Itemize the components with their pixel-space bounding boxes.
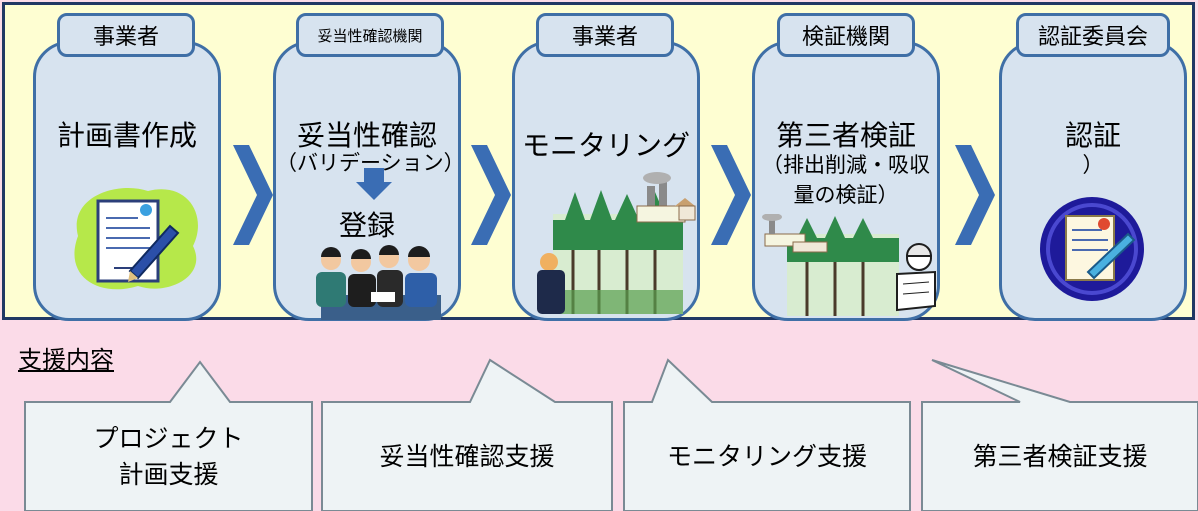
support-item-verification: 第三者検証支援: [972, 441, 1148, 471]
support-bubbles: [24, 358, 1198, 511]
step-monitoring: モニタリング: [512, 41, 700, 321]
actor-tab-verification-body: 検証機関: [777, 13, 915, 57]
step-title: 妥当性確認: [296, 119, 437, 152]
step-validation: 妥当性確認 （バリデーション） 登録: [273, 41, 465, 321]
bubble-shape: [623, 358, 911, 511]
support-item-monitoring: モニタリング支援: [666, 441, 867, 471]
step-verification: 第三者検証 （排出削減・吸収 量の検証）: [752, 41, 940, 321]
chevron-right-icon: [233, 145, 273, 245]
chevron-right-icon: [955, 145, 995, 245]
process-flow: 計画書作成 妥当性確認 （バリデーション） 登録: [2, 2, 1195, 321]
step-subtitle: ）: [1082, 153, 1104, 177]
actor-tab-certification-committee: 認証委員会: [1016, 13, 1170, 57]
forest-factory-icon: [537, 172, 696, 314]
step-title: 計画書作成: [56, 119, 197, 152]
chevron-right-icon: [711, 145, 751, 245]
certificate-icon: [1040, 197, 1144, 301]
support-heading: 支援内容: [18, 346, 114, 374]
step-registration-title: 登録: [338, 209, 395, 242]
bubble-shape: [321, 358, 613, 511]
step-title: モニタリング: [521, 129, 690, 162]
step-title: 認証: [1064, 119, 1121, 152]
step-subtitle: （排出削減・吸収 量の検証）: [762, 153, 930, 207]
chevron-right-icon: [471, 145, 511, 245]
actor-tab-operator: 事業者: [536, 13, 674, 57]
down-arrow-icon: [356, 168, 392, 200]
step-title: 第三者検証: [775, 119, 916, 152]
actor-tab-operator: 事業者: [57, 13, 195, 57]
step-planning: 計画書作成: [33, 41, 221, 321]
document-pen-icon: [74, 188, 198, 290]
support-item-project-planning: プロジェクト 計画支援: [93, 423, 244, 489]
surveyor-icon: [762, 214, 936, 316]
support-item-validation: 妥当性確認支援: [379, 441, 555, 471]
actor-tab-validation-body: 妥当性確認機関: [296, 13, 444, 57]
meeting-people-icon: [316, 245, 441, 320]
bubble-shape: [921, 359, 1198, 511]
step-certification: 認証 ）: [999, 41, 1187, 321]
bubble-shape: [24, 360, 313, 511]
